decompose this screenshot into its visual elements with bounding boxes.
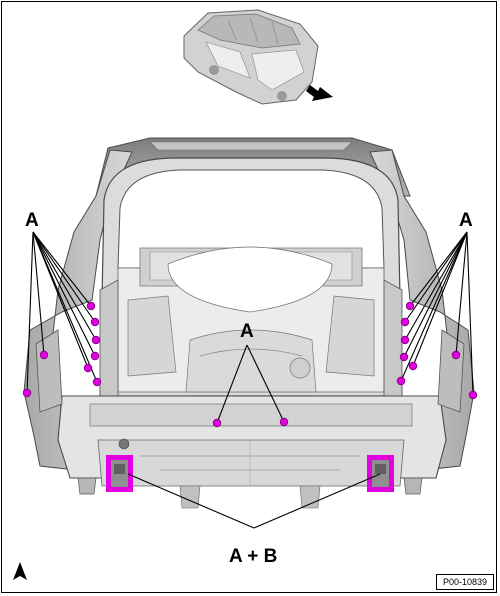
vehicle-overview-thumbnail [183, 9, 319, 105]
marker-a [400, 317, 410, 327]
callout-bottom: A + B [229, 546, 277, 567]
marker-a-points [22, 301, 478, 428]
callout-left: A [25, 210, 39, 231]
callout-center: A [240, 321, 254, 342]
area-b-right [367, 455, 394, 492]
marker-a [86, 301, 96, 311]
north-arrow-icon [13, 562, 27, 580]
marker-a [408, 361, 418, 371]
marker-a [92, 377, 102, 387]
marker-a [396, 376, 406, 386]
marker-a [91, 335, 101, 345]
marker-a [90, 351, 100, 361]
marker-a [279, 417, 289, 427]
marker-a [451, 350, 461, 360]
callout-right: A [459, 210, 473, 231]
marker-a [90, 317, 100, 327]
marker-a [399, 352, 409, 362]
view-direction-arrow-icon [306, 85, 333, 101]
marker-a [400, 335, 410, 345]
area-b-left [106, 455, 133, 492]
marker-a [468, 390, 478, 400]
marker-a [22, 388, 32, 398]
vehicle-rear-body [23, 137, 475, 509]
figure-reference: P00-10839 [435, 574, 494, 590]
marker-a [39, 350, 49, 360]
marker-a [83, 363, 93, 373]
marker-a [212, 418, 222, 428]
leader-lines [26, 231, 474, 529]
marker-a [405, 301, 415, 311]
